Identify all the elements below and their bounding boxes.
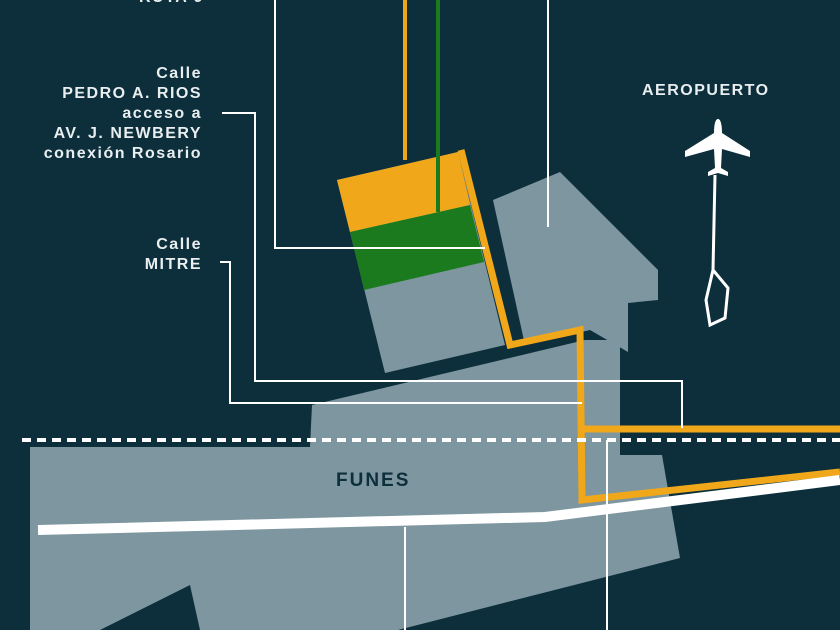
leader-line-pedro-rios	[222, 112, 683, 428]
label-line: conexión Rosario	[43, 145, 202, 162]
label-mitre: Calle MITRE	[0, 235, 202, 275]
label-line: Calle	[156, 236, 202, 253]
label-pedro-rios: Calle PEDRO A. RIOS acceso a AV. J. NEWB…	[0, 64, 202, 164]
label-top-route: RUTA 9	[100, 0, 204, 8]
airplane-icon	[685, 119, 750, 176]
label-top-route-text: RUTA 9	[100, 0, 204, 8]
label-line: MITRE	[144, 256, 202, 273]
label-line: AV. J. NEWBERY	[53, 125, 202, 142]
funes-urban-area	[30, 340, 680, 630]
runway-path	[704, 174, 730, 328]
leader-line-top-route	[274, 0, 485, 249]
label-line: acceso a	[122, 105, 202, 122]
label-line: PEDRO A. RIOS	[62, 85, 202, 102]
label-airport-text: AEROPUERTO	[642, 82, 770, 99]
airport-area	[493, 172, 658, 352]
label-line: Calle	[156, 65, 202, 82]
label-airport: AEROPUERTO	[642, 81, 770, 101]
orange-access-route	[457, 149, 840, 504]
leader-line-mitre	[220, 261, 582, 404]
label-town-funes: FUNES	[336, 470, 411, 491]
main-road	[37, 475, 840, 535]
